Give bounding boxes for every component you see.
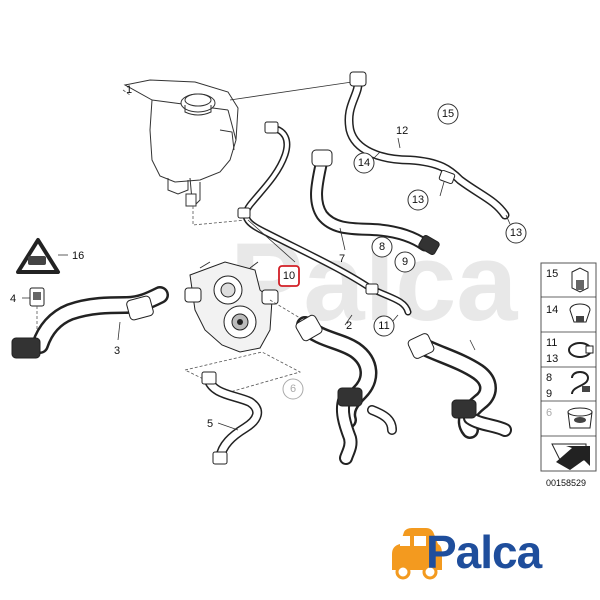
svg-text:13: 13	[412, 194, 424, 206]
hose-2	[295, 314, 397, 465]
svg-text:14: 14	[358, 157, 370, 169]
label-2: 2	[346, 320, 352, 332]
highlighted-label-10: 10	[278, 265, 300, 287]
car-icon	[392, 528, 442, 580]
label-5: 5	[207, 418, 213, 430]
circle-label-8: 8	[371, 236, 393, 258]
hose-10	[237, 121, 412, 323]
label-1: 1	[126, 84, 132, 96]
label-16: 16	[72, 250, 84, 262]
circled-labels: 15 14 13 13 8 9 11 6	[282, 103, 527, 400]
legend-15: 15	[546, 268, 558, 280]
svg-text:11: 11	[378, 320, 389, 332]
circle-label-13a: 13	[407, 189, 429, 211]
sensor-4	[22, 287, 45, 330]
warning-triangle-icon	[16, 238, 68, 274]
hose-5	[201, 371, 263, 465]
circle-label-6: 6	[282, 378, 304, 400]
part-labels: 1 2 3 4 5 7 12 16	[10, 84, 408, 430]
legend-11: 11	[546, 337, 557, 349]
label-3: 3	[114, 345, 120, 357]
side-legend-panel: 15 14 11 13 8 9 6	[540, 262, 597, 472]
label-4: 4	[10, 293, 16, 305]
palca-logo: Palca	[386, 524, 562, 582]
circle-label-15: 15	[437, 103, 459, 125]
svg-text:15: 15	[442, 108, 454, 120]
hose-11	[407, 333, 512, 439]
legend-9: 9	[546, 388, 552, 400]
label-7: 7	[339, 253, 345, 265]
svg-text:10: 10	[283, 270, 295, 282]
legend-8: 8	[546, 372, 552, 384]
drawing-number: 00158529	[546, 478, 586, 488]
label-12: 12	[396, 125, 408, 137]
svg-text:9: 9	[402, 256, 408, 268]
circle-label-14: 14	[353, 152, 375, 174]
circle-label-9: 9	[394, 251, 416, 273]
svg-text:13: 13	[510, 227, 522, 239]
legend-6: 6	[546, 407, 552, 419]
expansion-tank	[122, 79, 247, 226]
logo-text: Palca	[426, 526, 542, 578]
svg-text:6: 6	[290, 383, 296, 395]
thermostat-housing	[183, 261, 302, 393]
hose-12	[344, 71, 511, 225]
circle-label-13b: 13	[505, 222, 527, 244]
circle-label-11: 11	[373, 315, 395, 337]
hose-3	[11, 286, 169, 359]
legend-14: 14	[546, 304, 558, 316]
svg-text:8: 8	[379, 241, 385, 253]
legend-13: 13	[546, 353, 558, 365]
hose-7	[310, 149, 440, 255]
leader-tank	[229, 81, 353, 101]
